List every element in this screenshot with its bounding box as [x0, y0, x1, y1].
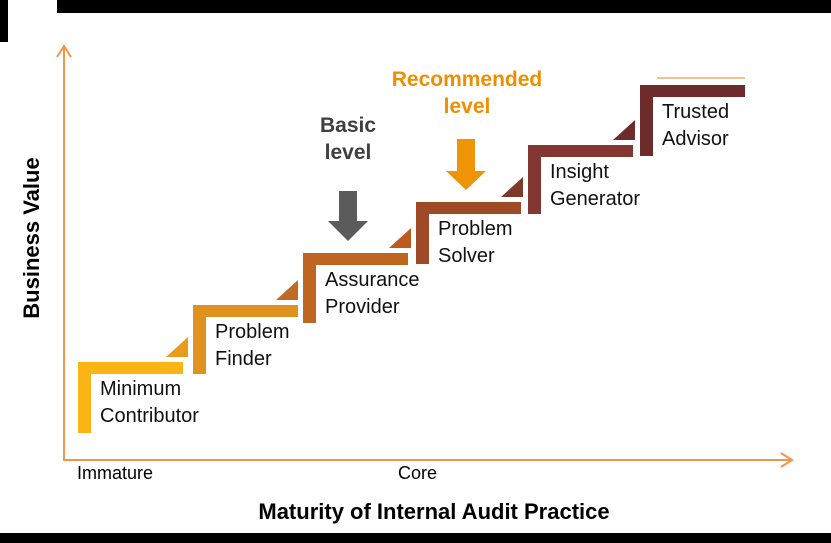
connector-triangle-icon [166, 337, 188, 357]
bottom-frame-bar [0, 533, 831, 543]
x-tick-immature: Immature [77, 463, 154, 483]
corner-mark [0, 0, 8, 42]
step-label: Trusted Advisor [662, 101, 730, 150]
step-vertical-bar [416, 202, 429, 264]
arrow-shaft [457, 139, 475, 171]
step-label: Problem Finder [215, 321, 290, 370]
step-vertical-bar [640, 85, 653, 156]
arrow-head [328, 221, 368, 241]
connector-triangle-icon [613, 120, 635, 140]
step-vertical-bar [528, 145, 541, 214]
step-label: Insight Generator [550, 161, 641, 210]
step-vertical-bar [193, 305, 206, 374]
step-horizontal-bar [303, 253, 408, 265]
step-horizontal-bar [640, 85, 745, 97]
y-axis-title: Business Value [19, 157, 44, 319]
arrow-shaft [339, 191, 357, 221]
step-label: Problem Solver [438, 218, 513, 267]
step-horizontal-bar [528, 145, 633, 157]
x-tick-core: Core [398, 463, 438, 483]
step-vertical-bar [78, 362, 91, 433]
y-axis-arrowhead-icon [56, 44, 72, 58]
connector-triangle-icon [389, 228, 411, 248]
step-horizontal-bar [416, 202, 521, 214]
step-label: Assurance Provider [325, 269, 420, 318]
connector-triangle-icon [276, 280, 298, 300]
recommended-level-label: Recommended level [391, 68, 543, 118]
step-horizontal-bar [193, 305, 298, 317]
top-step-rule [657, 77, 745, 79]
basic-level-label: Basic level [319, 114, 377, 164]
basic-level-arrow-icon [328, 191, 368, 241]
connector-triangle-icon [501, 177, 523, 197]
top-frame-bar [57, 0, 831, 13]
step-vertical-bar [303, 253, 316, 323]
arrow-head [446, 171, 486, 190]
step-label: Minimum Contributor [100, 378, 199, 427]
recommended-level-arrow-icon [446, 139, 486, 190]
x-axis-title: Maturity of Internal Audit Practice [258, 499, 610, 524]
step-horizontal-bar [78, 362, 183, 374]
x-axis-arrowhead-icon [780, 452, 794, 468]
